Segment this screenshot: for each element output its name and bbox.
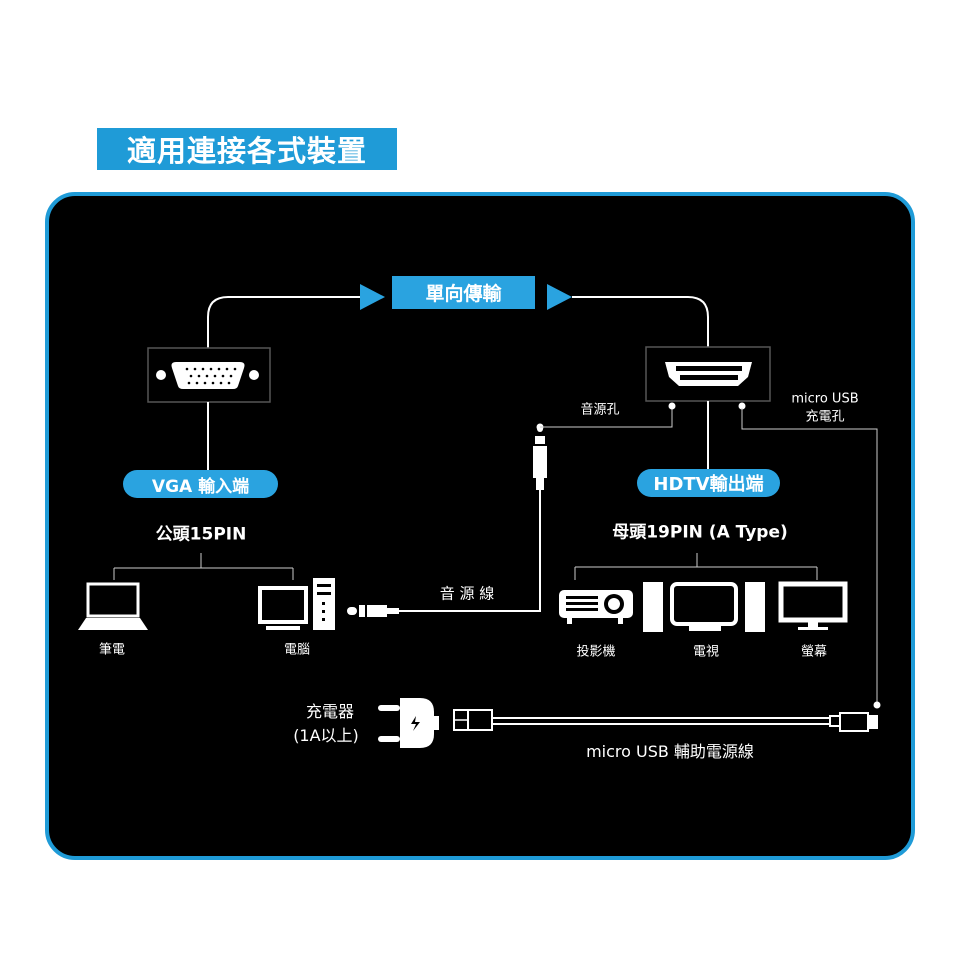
device-label-laptop: 筆電	[98, 642, 126, 658]
charger-label-line2: (1A以上)	[293, 726, 359, 745]
usb-port-label-line2: 充電孔	[805, 409, 845, 425]
device-label-projector: 投影機	[576, 644, 616, 660]
device-label-tv: 電視	[692, 644, 720, 660]
audio-cable-label: 音 源 線	[439, 584, 495, 603]
one-way-transmission-label: 單向傳輸	[392, 276, 535, 309]
charger-label-line1: 充電器	[305, 702, 355, 721]
usb-power-line	[741, 408, 878, 705]
audio-cable-line	[399, 490, 541, 612]
charger-icon	[378, 698, 439, 748]
device-label-monitor: 螢幕	[800, 644, 828, 660]
monitor-icon	[778, 581, 848, 630]
usb-port-label-line1: micro USB	[791, 391, 859, 407]
hdtv-spec: 母頭19PIN (A Type)	[612, 522, 788, 543]
tv-icon	[643, 582, 765, 632]
projector-icon	[559, 590, 633, 624]
signal-line-right	[572, 296, 709, 347]
usb-cable-line	[492, 717, 830, 725]
desktop-computer-icon	[258, 578, 335, 630]
hdtv-output-label: HDTV輸出端	[637, 469, 780, 497]
device-label-computer: 電腦	[283, 642, 311, 658]
micro-usb-plug-icon	[829, 712, 878, 732]
hdmi-connector-icon	[645, 346, 771, 402]
arrow-right-icon	[547, 284, 572, 310]
usb-a-plug-icon	[453, 709, 493, 731]
vga-input-label: VGA 輸入端	[123, 470, 278, 498]
laptop-icon	[78, 582, 148, 630]
hdtv-tree-line	[574, 553, 818, 580]
audio-port-label: 音源孔	[580, 402, 620, 418]
signal-line-left	[207, 296, 360, 348]
vga-tree-line	[113, 553, 294, 580]
usb-cable-label: micro USB 輔助電源線	[586, 742, 754, 761]
audio-plug-icon	[347, 605, 399, 617]
vga-connector-icon	[147, 347, 271, 403]
arrow-right-icon	[360, 284, 385, 310]
page-title: 適用連接各式裝置	[97, 128, 397, 170]
vga-spec: 公頭15PIN	[155, 524, 247, 545]
audio-plug-vertical-icon	[533, 424, 547, 490]
